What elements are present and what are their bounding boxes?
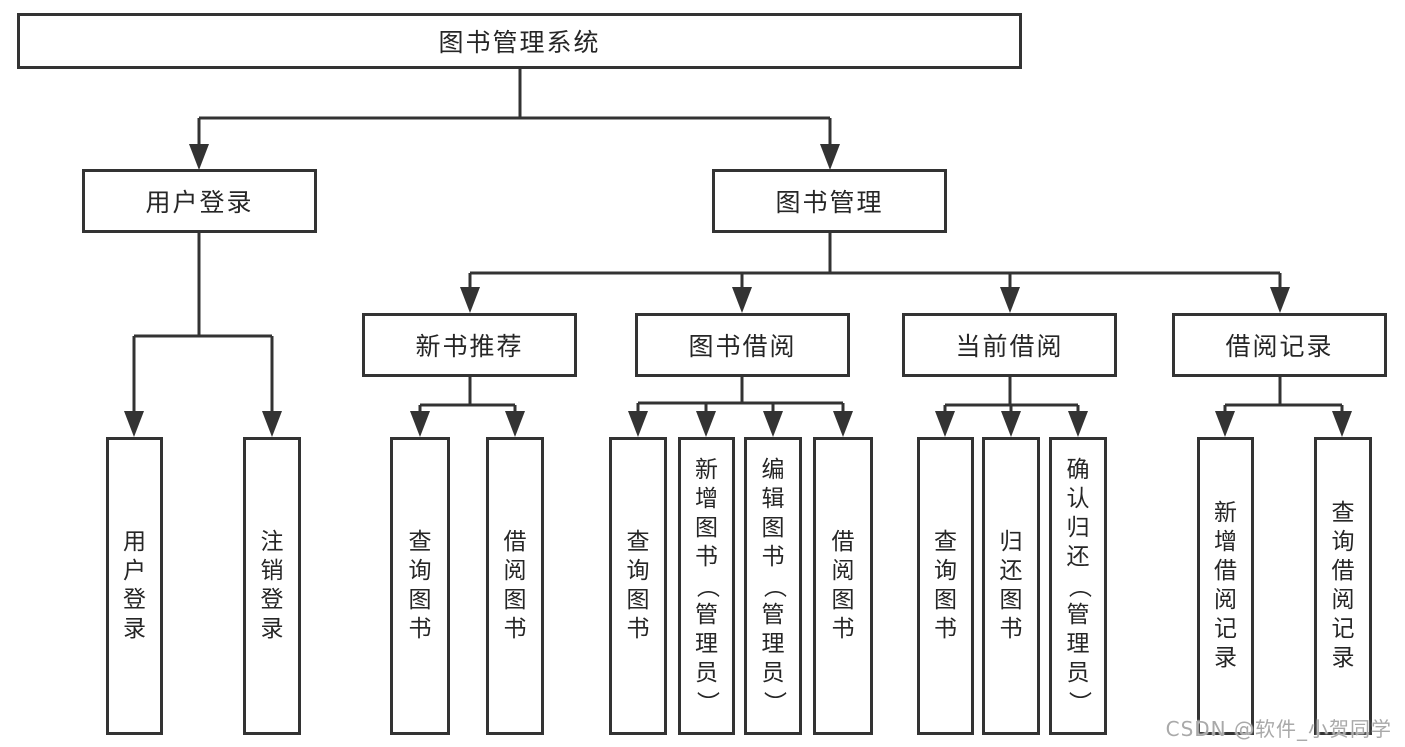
node-new-book-recommend: 新书推荐 bbox=[362, 313, 577, 377]
leaf-recommend-query-books: 查询图书 bbox=[390, 437, 450, 735]
leaf-add-books-admin: 新增图书（管理员） bbox=[678, 437, 735, 735]
node-book-management-label: 图书管理 bbox=[775, 188, 884, 217]
node-root-system: 图书管理系统 bbox=[17, 13, 1022, 69]
node-user-login-label: 用户登录 bbox=[145, 188, 254, 217]
node-borrow-record: 借阅记录 bbox=[1172, 313, 1387, 377]
node-book-borrow: 图书借阅 bbox=[635, 313, 850, 377]
csdn-watermark: CSDN @软件_小贺同学 bbox=[1165, 717, 1392, 741]
leaf-query-borrow-record: 查询借阅记录 bbox=[1314, 437, 1372, 735]
node-book-management: 图书管理 bbox=[712, 169, 947, 233]
leaf-return-books: 归还图书 bbox=[982, 437, 1040, 735]
leaf-current-query-books: 查询图书 bbox=[917, 437, 974, 735]
leaf-logout: 注销登录 bbox=[243, 437, 301, 735]
leaf-add-borrow-record: 新增借阅记录 bbox=[1197, 437, 1254, 735]
leaf-user-login: 用户登录 bbox=[106, 437, 163, 735]
node-root-label: 图书管理系统 bbox=[438, 28, 601, 57]
node-new-book-recommend-label: 新书推荐 bbox=[415, 332, 524, 361]
arrowheads bbox=[124, 144, 1352, 437]
node-borrow-record-label: 借阅记录 bbox=[1225, 332, 1334, 361]
leaf-edit-books-admin: 编辑图书（管理员） bbox=[744, 437, 802, 735]
node-book-borrow-label: 图书借阅 bbox=[688, 332, 797, 361]
leaf-borrow-query-books: 查询图书 bbox=[609, 437, 667, 735]
leaf-borrow-books: 借阅图书 bbox=[813, 437, 873, 735]
node-current-borrow-label: 当前借阅 bbox=[955, 332, 1064, 361]
leaf-recommend-borrow-books: 借阅图书 bbox=[486, 437, 544, 735]
leaf-confirm-return-admin: 确认归还（管理员） bbox=[1049, 437, 1107, 735]
node-current-borrow: 当前借阅 bbox=[902, 313, 1117, 377]
node-user-login: 用户登录 bbox=[82, 169, 317, 233]
